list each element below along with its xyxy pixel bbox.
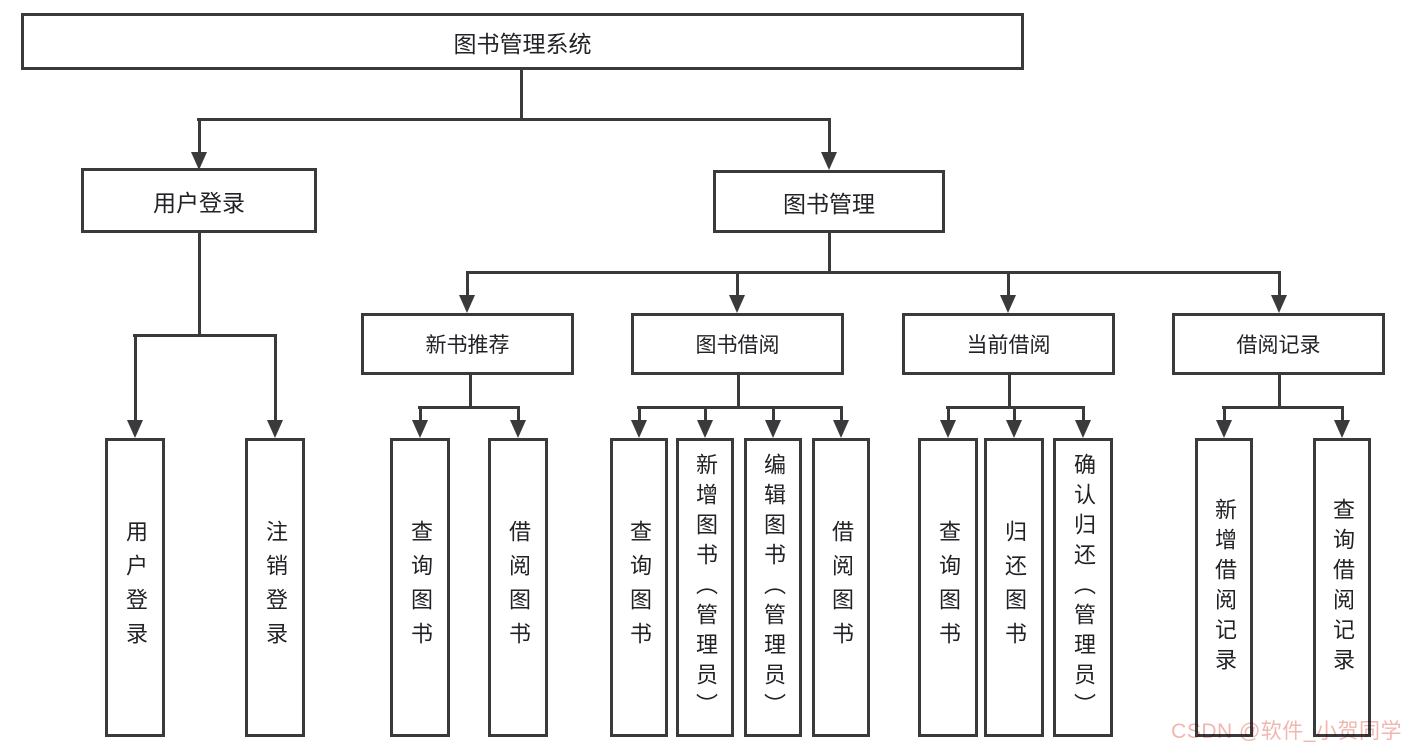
connector-shaft — [198, 118, 201, 154]
node-current-borrow: 当前借阅 — [902, 313, 1115, 375]
leaf-label: 查询图书 — [936, 519, 961, 656]
connector-shaft — [638, 406, 641, 422]
csdn-watermark: CSDN @软件_小贺同学 — [1171, 720, 1402, 743]
leaf-label: 用户登录 — [123, 519, 148, 656]
connector-shaft — [736, 271, 739, 297]
connector-bookborrow-stem — [737, 375, 740, 408]
leaf-borrow-books: 借阅图书 — [812, 438, 870, 737]
connector-shaft — [466, 271, 469, 297]
connector-shaft — [840, 406, 843, 422]
node-label: 借阅记录 — [1236, 334, 1321, 357]
leaf-query-borrow-record: 查询借阅记录 — [1313, 438, 1371, 737]
node-label: 图书管理 — [783, 190, 875, 217]
arrowhead-down-icon — [127, 420, 143, 438]
leaf-edit-book-admin: 编辑图书（管理员） — [744, 438, 802, 737]
leaf-add-book-admin: 新增图书（管理员） — [676, 438, 734, 737]
connector-management-stem — [828, 233, 831, 273]
node-label: 图书管理系统 — [453, 30, 592, 57]
connector-shaft — [1007, 271, 1010, 297]
leaf-label: 借阅图书 — [829, 519, 854, 656]
arrowhead-down-icon — [1075, 420, 1091, 438]
leaf-logout: 注销登录 — [245, 438, 305, 737]
arrowhead-down-icon — [631, 420, 647, 438]
connector-shaft — [274, 334, 277, 422]
arrowhead-down-icon — [821, 152, 837, 170]
connector-shaft — [1341, 406, 1344, 422]
connector-shaft — [419, 406, 422, 422]
connector-shaft — [947, 406, 950, 422]
leaf-label: 查询借阅记录 — [1330, 497, 1355, 678]
node-new-book-recommend: 新书推荐 — [361, 313, 574, 375]
leaf-label: 编辑图书（管理员） — [761, 452, 786, 723]
arrowhead-down-icon — [940, 420, 956, 438]
leaf-query-books-current: 查询图书 — [918, 438, 978, 737]
arrowhead-down-icon — [459, 295, 475, 313]
node-label: 图书借阅 — [695, 334, 780, 357]
arrowhead-down-icon — [510, 420, 526, 438]
arrowhead-down-icon — [191, 152, 207, 170]
leaf-user-login: 用户登录 — [105, 438, 165, 737]
leaf-label: 查询图书 — [408, 519, 433, 656]
connector-login-bar — [133, 334, 277, 337]
connector-shaft — [134, 334, 137, 422]
connector-shaft — [828, 118, 831, 154]
connector-borrowrecords-stem — [1278, 375, 1281, 408]
leaf-label: 查询图书 — [627, 519, 652, 656]
arrowhead-down-icon — [1000, 295, 1016, 313]
leaf-confirm-return-admin: 确认归还（管理员） — [1053, 438, 1113, 737]
connector-currentborrow-stem — [1008, 375, 1011, 408]
connector-newbooks-bar — [418, 406, 520, 409]
node-root-system: 图书管理系统 — [21, 13, 1024, 70]
connector-management-bar — [466, 271, 1281, 274]
arrowhead-down-icon — [412, 420, 428, 438]
connector-shaft — [1278, 271, 1281, 297]
node-book-management: 图书管理 — [713, 170, 945, 233]
arrowhead-down-icon — [1271, 295, 1287, 313]
arrowhead-down-icon — [1334, 420, 1350, 438]
arrowhead-down-icon — [729, 295, 745, 313]
arrowhead-down-icon — [833, 420, 849, 438]
node-user-login: 用户登录 — [81, 168, 317, 233]
leaf-return-book: 归还图书 — [984, 438, 1044, 737]
leaf-query-books-recommend: 查询图书 — [390, 438, 450, 737]
arrowhead-down-icon — [765, 420, 781, 438]
connector-shaft — [704, 406, 707, 422]
node-book-borrow: 图书借阅 — [631, 313, 844, 375]
node-label: 当前借阅 — [966, 334, 1051, 357]
connector-shaft — [1223, 406, 1226, 422]
leaf-label: 注销登录 — [263, 519, 288, 656]
arrowhead-down-icon — [1006, 420, 1022, 438]
node-borrow-record: 借阅记录 — [1172, 313, 1385, 375]
connector-root-bar — [197, 118, 831, 121]
leaf-label: 确认归还（管理员） — [1071, 452, 1096, 723]
arrowhead-down-icon — [1216, 420, 1232, 438]
connector-shaft — [1082, 406, 1085, 422]
leaf-add-borrow-record: 新增借阅记录 — [1195, 438, 1253, 737]
connector-shaft — [772, 406, 775, 422]
node-label: 新书推荐 — [425, 334, 510, 357]
connector-borrowrecords-bar — [1222, 406, 1344, 409]
leaf-label: 归还图书 — [1002, 519, 1027, 656]
node-label: 用户登录 — [153, 189, 245, 216]
connector-login-stem — [198, 233, 201, 335]
leaf-label: 借阅图书 — [506, 519, 531, 656]
arrowhead-down-icon — [697, 420, 713, 438]
leaf-label: 新增图书（管理员） — [693, 452, 718, 723]
arrowhead-down-icon — [267, 420, 283, 438]
connector-bookborrow-bar — [637, 406, 843, 409]
leaf-borrow-books-recommend: 借阅图书 — [488, 438, 548, 737]
connector-root-stem — [520, 70, 523, 121]
connector-newbooks-stem — [469, 375, 472, 408]
leaf-label: 新增借阅记录 — [1212, 497, 1237, 678]
leaf-query-books-borrow: 查询图书 — [610, 438, 668, 737]
connector-shaft — [517, 406, 520, 422]
connector-shaft — [1013, 406, 1016, 422]
